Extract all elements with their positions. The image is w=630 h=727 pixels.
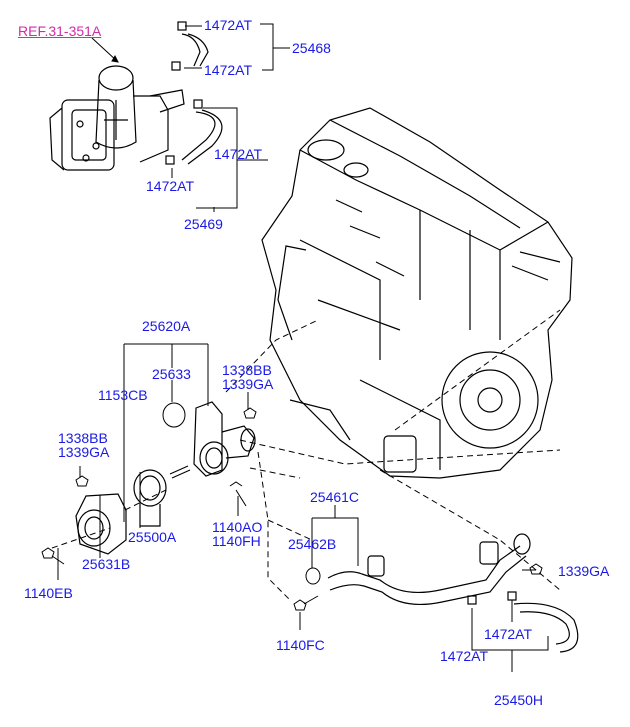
- part-label-25450h: 25450H: [494, 692, 544, 708]
- part-label-1339ga: 1339GA: [558, 563, 610, 579]
- bolt-1338bb-right: [243, 407, 257, 419]
- ref-label[interactable]: REF.31-351A: [18, 23, 102, 39]
- stud-1153cb: [169, 465, 191, 479]
- hose-25450h-illustration: [467, 591, 579, 653]
- part-label-1338bb: 1338BB: [222, 362, 272, 378]
- part-label-25462b: 25462B: [288, 536, 337, 552]
- part-label-25469: 25469: [184, 216, 223, 232]
- part-label-1339ga: 1339GA: [222, 376, 274, 392]
- part-label-1338bb: 1338BB: [58, 430, 108, 446]
- throttle-body-illustration: [49, 65, 185, 171]
- bolt-1140fc: [293, 595, 319, 611]
- part-label-25500a: 25500A: [128, 529, 177, 545]
- part-label-1140fh: 1140FH: [212, 533, 261, 549]
- part-label-1339ga: 1339GA: [58, 444, 110, 460]
- fitting-25631b-illustration: [75, 493, 127, 555]
- engine-block-illustration: [261, 107, 573, 479]
- part-label-1472at: 1472AT: [146, 178, 194, 194]
- bolt-1339ga-right: [529, 563, 543, 575]
- part-label-1472at: 1472AT: [484, 626, 532, 642]
- water-pipe-illustration: [327, 533, 531, 606]
- hose-25469-illustration: [165, 99, 223, 165]
- o-ring-25462b: [305, 567, 321, 585]
- bolt-1140ao: [229, 481, 247, 507]
- bolt-1140eb: [41, 547, 65, 565]
- thermostat-housing-illustration: [193, 401, 256, 477]
- part-label-1472at: 1472AT: [204, 62, 252, 78]
- part-label-1140eb: 1140EB: [24, 585, 73, 601]
- part-label-25631b: 25631B: [82, 556, 131, 572]
- part-label-25468: 25468: [292, 40, 331, 56]
- leader-lines: [57, 23, 549, 672]
- part-label-1140fc: 1140FC: [276, 637, 325, 653]
- part-label-25620a: 25620A: [142, 318, 191, 334]
- part-label-1472at: 1472AT: [204, 17, 252, 33]
- bolt-1338bb-left: [75, 475, 89, 487]
- thermostat-illustration: [133, 469, 167, 527]
- part-label-25461c: 25461C: [310, 489, 360, 505]
- part-label-1140ao: 1140AO: [212, 519, 263, 535]
- part-label-25633: 25633: [152, 366, 191, 382]
- part-label-1472at: 1472AT: [214, 146, 262, 162]
- hose-25468-illustration: [171, 21, 209, 71]
- o-ring-25633: [162, 402, 186, 428]
- part-label-1153cb: 1153CB: [98, 387, 148, 403]
- part-label-1472at: 1472AT: [440, 648, 488, 664]
